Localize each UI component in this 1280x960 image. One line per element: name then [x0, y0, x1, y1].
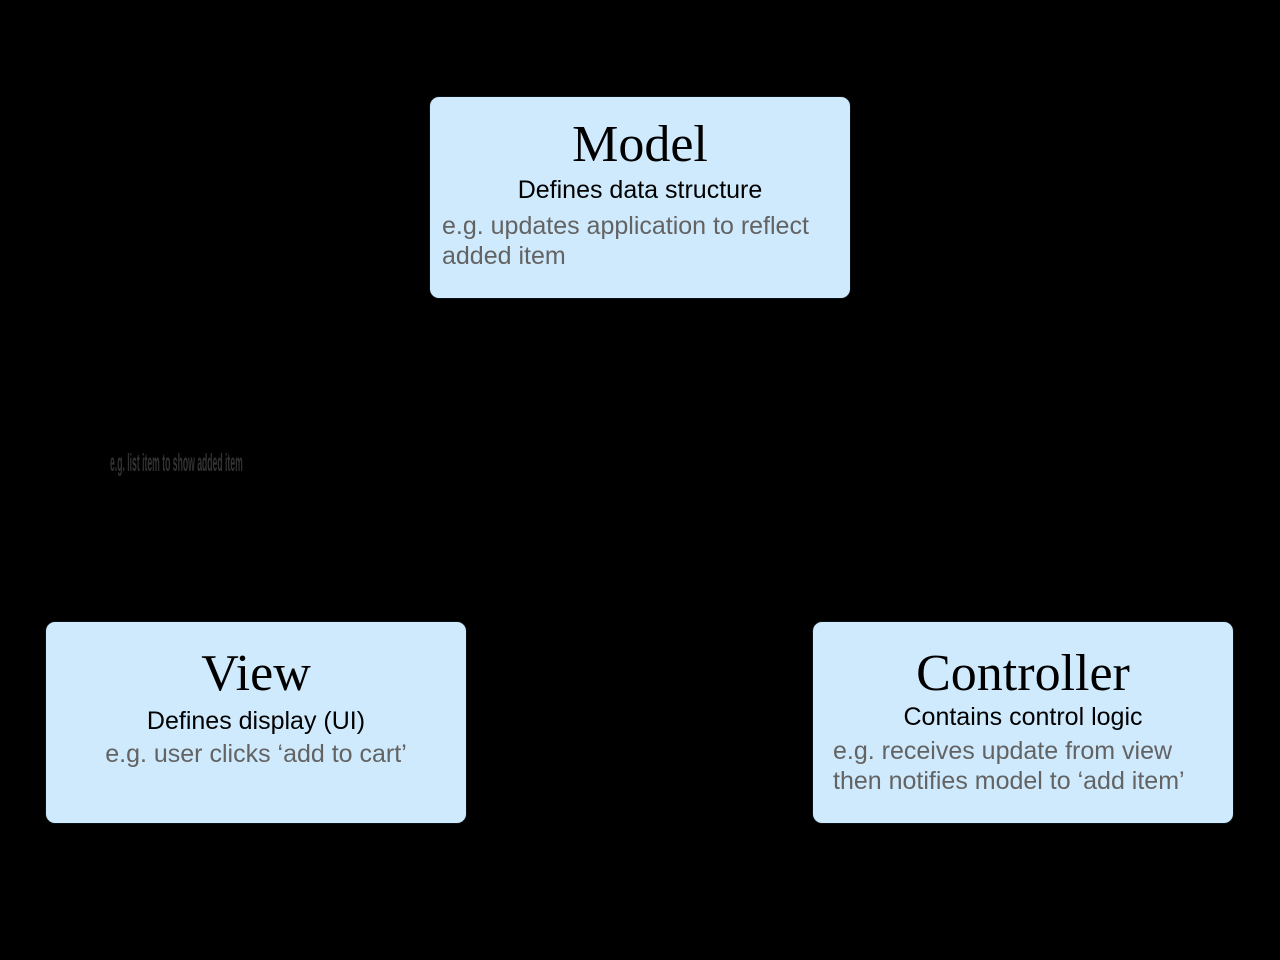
- node-controller-example: e.g. receives update from view then noti…: [833, 736, 1185, 796]
- node-view-example: e.g. user clicks ‘add to cart’: [105, 739, 407, 768]
- node-view[interactable]: View Defines display (UI) e.g. user clic…: [45, 621, 467, 824]
- node-controller[interactable]: Controller Contains control logic e.g. r…: [812, 621, 1234, 824]
- edge-annotation-view-to-model: e.g. list item to show added item: [110, 449, 243, 477]
- node-view-subtitle: Defines display (UI): [146, 707, 366, 735]
- node-controller-title: Controller: [916, 645, 1130, 702]
- node-model-title: Model: [572, 116, 708, 173]
- node-model-subtitle: Defines data structure: [517, 176, 763, 204]
- node-controller-subtitle: Contains control logic: [903, 703, 1143, 731]
- node-view-title: View: [201, 645, 311, 702]
- node-model[interactable]: Model Defines data structure e.g. update…: [429, 96, 851, 299]
- node-model-example: e.g. updates application to reflect adde…: [442, 211, 809, 271]
